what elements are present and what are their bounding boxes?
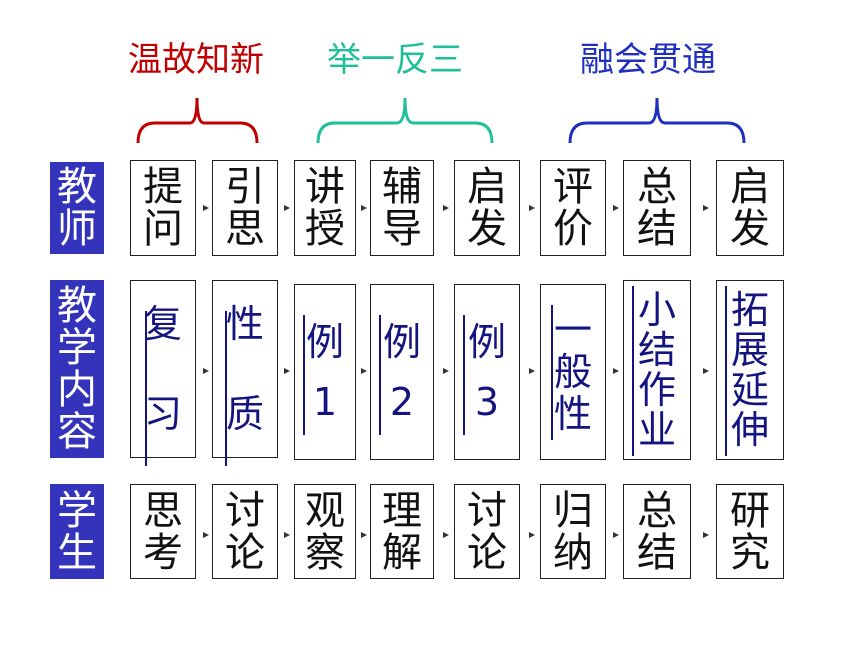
student-item-4: 理解 (370, 484, 434, 579)
content-item-text: 一般性 (554, 308, 593, 436)
flow-arrow-icon (443, 205, 449, 211)
student-item-5: 讨论 (454, 484, 520, 579)
teacher-item-text: 总结 (637, 164, 677, 252)
guide-line (379, 315, 381, 435)
content-item-text: 例2 (383, 320, 422, 424)
content-item-6: 一般性 (540, 284, 606, 460)
content-item-1: 复习 (130, 280, 196, 466)
content-item-2: 性质 (212, 280, 278, 466)
guide-line (551, 305, 553, 440)
flow-arrow-icon (361, 205, 367, 211)
brace-master-icon (568, 97, 746, 144)
teacher-item-7: 总结 (623, 160, 691, 256)
guide-line (463, 315, 465, 435)
student-item-text: 观察 (305, 487, 345, 576)
flow-arrow-icon (613, 532, 619, 538)
flow-arrow-icon (203, 532, 209, 538)
heading-master: 融会贯通 (580, 40, 716, 80)
guide-line (725, 286, 727, 456)
row-label-student-text: 学生 (57, 487, 97, 576)
teacher-item-1: 提问 (130, 160, 196, 256)
student-item-text: 总结 (637, 487, 677, 576)
student-item-2: 讨论 (212, 484, 278, 579)
content-item-7: 小结作业 (623, 280, 691, 460)
student-item-text: 思考 (143, 487, 183, 576)
flow-arrow-icon (284, 532, 290, 538)
guide-line (225, 311, 227, 466)
student-item-3: 观察 (294, 484, 356, 579)
flow-arrow-icon (361, 368, 367, 374)
content-item-text: 小结作业 (638, 288, 677, 452)
flow-arrow-icon (703, 532, 709, 538)
teacher-item-text: 讲授 (305, 164, 345, 252)
teacher-item-8: 启发 (716, 160, 784, 256)
flow-arrow-icon (529, 205, 535, 211)
flow-arrow-icon (703, 205, 709, 211)
guide-line (303, 315, 305, 435)
teacher-item-2: 引思 (212, 160, 278, 256)
flow-arrow-icon (443, 368, 449, 374)
flow-arrow-icon (529, 368, 535, 374)
student-item-7: 总结 (623, 484, 691, 579)
student-item-text: 研究 (730, 487, 770, 576)
row-label-student: 学生 (50, 484, 104, 579)
flow-arrow-icon (443, 532, 449, 538)
teacher-item-text: 辅导 (382, 164, 422, 252)
content-item-text: 性质 (225, 302, 264, 436)
brace-review-icon (136, 97, 259, 144)
content-item-5: 例3 (454, 284, 520, 460)
teacher-item-6: 评价 (540, 160, 606, 256)
row-label-content: 教学内容 (50, 280, 104, 458)
teacher-item-text: 评价 (553, 164, 593, 252)
content-item-4: 例2 (370, 284, 434, 460)
flow-arrow-icon (703, 368, 709, 374)
teacher-item-text: 启发 (467, 164, 507, 252)
flow-arrow-icon (284, 368, 290, 374)
student-item-6: 归纳 (540, 484, 606, 579)
content-item-text: 例3 (468, 320, 507, 424)
heading-extend: 举一反三 (327, 40, 463, 80)
student-item-text: 讨论 (467, 487, 507, 576)
flow-arrow-icon (613, 368, 619, 374)
content-item-text: 例1 (306, 320, 345, 424)
flow-arrow-icon (203, 205, 209, 211)
teacher-item-text: 启发 (730, 164, 770, 252)
row-label-teacher: 教师 (50, 162, 104, 254)
content-item-8: 拓展延伸 (716, 280, 784, 460)
guide-line (632, 286, 634, 456)
brace-extend-icon (316, 97, 494, 144)
heading-review: 温故知新 (128, 40, 264, 80)
teacher-item-5: 启发 (454, 160, 520, 256)
teacher-item-3: 讲授 (294, 160, 356, 256)
teacher-item-text: 引思 (225, 164, 265, 252)
teacher-item-4: 辅导 (370, 160, 434, 256)
flow-arrow-icon (284, 205, 290, 211)
content-item-text: 拓展延伸 (731, 288, 770, 452)
row-label-teacher-text: 教师 (57, 164, 97, 252)
content-item-text: 复习 (143, 302, 182, 436)
student-item-text: 归纳 (553, 487, 593, 576)
teacher-item-text: 提问 (143, 164, 183, 252)
row-label-content-text: 教学内容 (57, 283, 97, 455)
flow-arrow-icon (361, 532, 367, 538)
flow-arrow-icon (203, 368, 209, 374)
student-item-8: 研究 (716, 484, 784, 579)
guide-line (145, 311, 147, 466)
student-item-text: 理解 (382, 487, 422, 576)
flow-arrow-icon (529, 532, 535, 538)
student-item-text: 讨论 (225, 487, 265, 576)
student-item-1: 思考 (130, 484, 196, 579)
content-item-3: 例1 (294, 284, 356, 460)
flow-arrow-icon (613, 205, 619, 211)
